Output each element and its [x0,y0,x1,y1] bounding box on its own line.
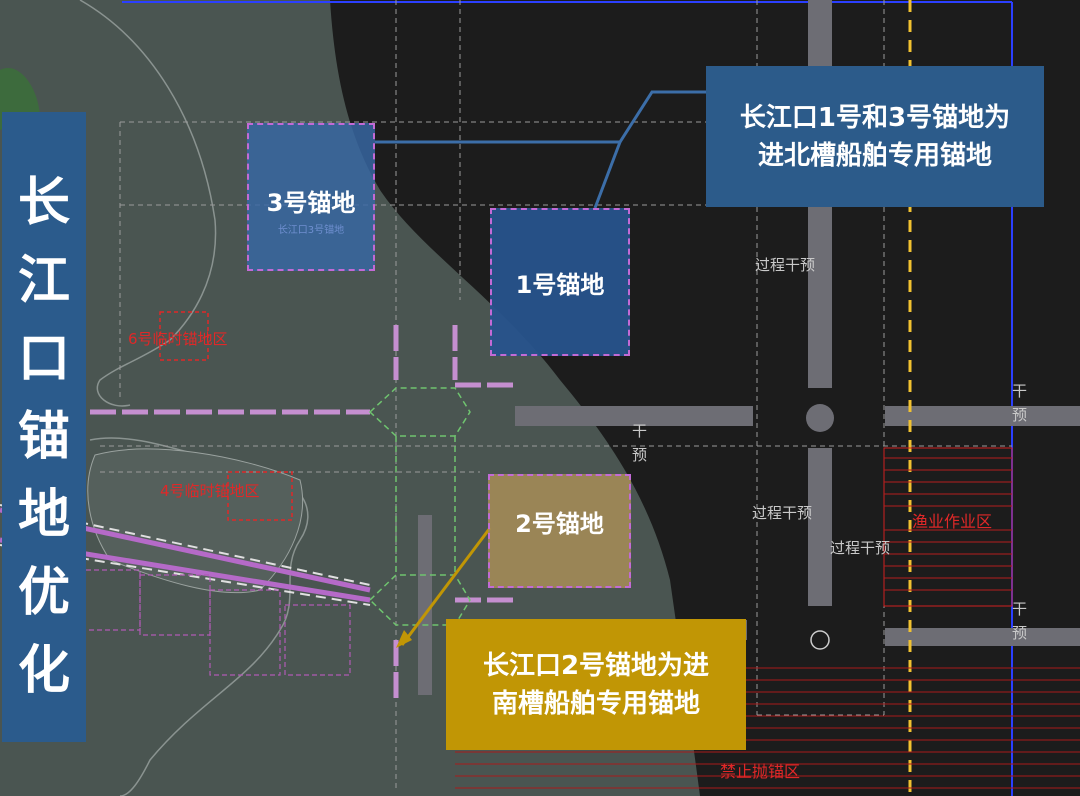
estuary-water-region [0,0,700,796]
anchorage-3[interactable]: 3号锚地 长江口3号锚地 [247,123,375,271]
title-char: 江 [17,251,70,311]
temp-anchorage-4-label: 4号临时锚地区 [160,482,260,500]
callout-north-channel: 长江口1号和3号锚地为 进北槽船舶专用锚地 [706,66,1044,207]
anchorage-2[interactable]: 2号锚地 [488,474,631,588]
traffic-label: 过程干预 [752,504,813,522]
no-anchor-zone-label: 禁止抛锚区 [720,762,801,781]
title-char: 口 [17,329,70,389]
fishing-zone-label: 渔业作业区 [912,512,993,531]
callout-south-line2: 南槽船舶专用锚地 [491,688,700,719]
anchorage-3-label: 3号锚地 [266,189,356,217]
anchorage-3-sublabel: 长江口3号锚地 [277,225,345,236]
title-char: 化 [17,641,70,701]
title-char: 长 [17,173,70,233]
yu-label: 预 [632,446,648,464]
anchorage-1[interactable]: 1号锚地 [490,208,630,356]
title-char: 地 [17,485,70,545]
title-char: 优 [17,563,70,623]
yu-label: 预 [1012,624,1028,642]
traffic-label: 过程干预 [830,539,891,557]
temp-anchorage-6-label: 6号临时锚地区 [128,330,228,348]
callout-south-line1: 长江口2号锚地为进 [482,650,710,681]
callout-north-line2: 进北槽船舶专用锚地 [757,140,992,171]
anchorage-2-label: 2号锚地 [515,510,604,538]
title-char: 锚 [17,407,70,467]
island [87,448,304,594]
title-bar: 长 江 口 锚 地 优 化 [2,112,86,742]
gan-label: 干 [1012,600,1028,618]
gan-label: 干 [632,422,648,440]
gan-label: 干 [1012,382,1028,400]
yu-label: 预 [1012,406,1028,424]
callout-north-line1: 长江口1号和3号锚地为 [739,102,1011,133]
anchorage-1-label: 1号锚地 [515,270,605,299]
callout-south-channel: 长江口2号锚地为进 南槽船舶专用锚地 [446,619,746,750]
traffic-label: 过程干预 [755,256,816,274]
